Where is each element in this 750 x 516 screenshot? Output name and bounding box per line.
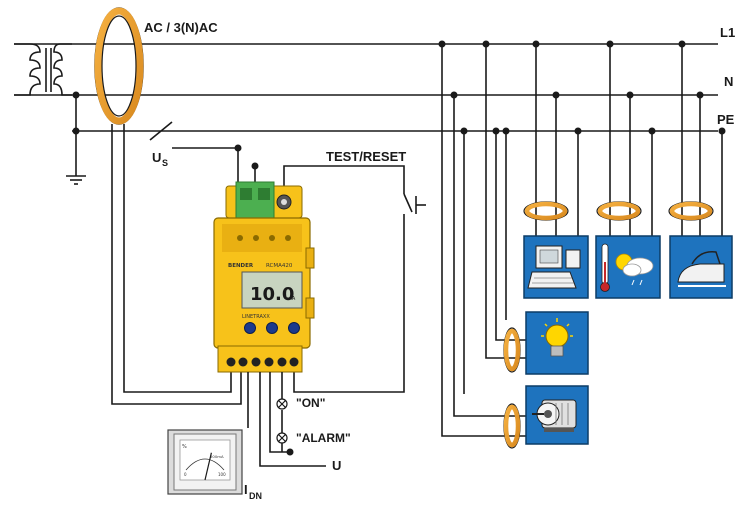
computer-icon <box>527 245 581 289</box>
terminal-block <box>235 181 275 221</box>
display-unit: mA <box>287 296 296 302</box>
us-label: U <box>152 150 161 165</box>
meter-range: 500mA <box>210 454 224 459</box>
load-computer <box>523 235 589 299</box>
alarm-label: "ALARM" <box>296 431 351 445</box>
meter-scale <box>185 458 225 471</box>
lightbulb-icon <box>541 318 573 357</box>
main-ct-ring <box>94 7 144 125</box>
load-iron <box>669 235 733 299</box>
analog-meter: % 0 100 500mA <box>167 429 243 495</box>
weather-icon <box>600 243 654 292</box>
load-weather <box>595 235 661 299</box>
junction-dot <box>72 91 80 99</box>
device-button-1 <box>244 322 256 334</box>
us-subscript: S <box>162 158 168 168</box>
idn-label: I <box>244 482 248 497</box>
device-series: LINETRAXX <box>242 314 270 320</box>
ct-wires <box>111 124 242 405</box>
u-label: U <box>332 458 341 473</box>
meter-needle <box>204 452 212 481</box>
device-button-3 <box>288 322 300 334</box>
test-reset-wiring <box>283 165 426 393</box>
n-label: N <box>724 74 733 89</box>
rcm-device: BENDER RCMA420 10.0 mA LINETRAXX <box>213 181 315 373</box>
on-label: "ON" <box>296 396 325 410</box>
lamp-alarm-icon <box>276 432 288 444</box>
motor-icon <box>532 399 577 432</box>
junction-dot <box>72 127 80 135</box>
meter-percent: % <box>182 444 187 450</box>
l1-label: L1 <box>720 25 735 40</box>
device-button-2 <box>266 322 278 334</box>
test-reset-label: TEST/RESET <box>326 149 406 164</box>
meter-wires <box>247 372 326 467</box>
lamp-on-icon <box>276 398 288 410</box>
iron-icon <box>677 251 726 287</box>
junction-dot <box>234 144 242 152</box>
device-brand: BENDER <box>228 263 254 269</box>
load-ct-rings <box>503 201 714 449</box>
pe-label: PE <box>717 112 735 127</box>
load-lamp <box>525 311 589 375</box>
junction-dot <box>251 162 259 170</box>
meter-scale-max: 100 <box>218 472 226 477</box>
transformer-icon <box>14 43 86 185</box>
display-value: 10.0 <box>250 284 294 305</box>
idn-subscript: DN <box>249 491 262 501</box>
junction-dot <box>286 448 294 456</box>
load-motor <box>525 385 589 445</box>
meter-scale-min: 0 <box>184 472 187 477</box>
tap-dots <box>438 40 726 135</box>
supply-label: AC / 3(N)AC <box>144 20 218 35</box>
device-display <box>241 271 303 309</box>
device-model: RCMA420 <box>266 263 293 269</box>
